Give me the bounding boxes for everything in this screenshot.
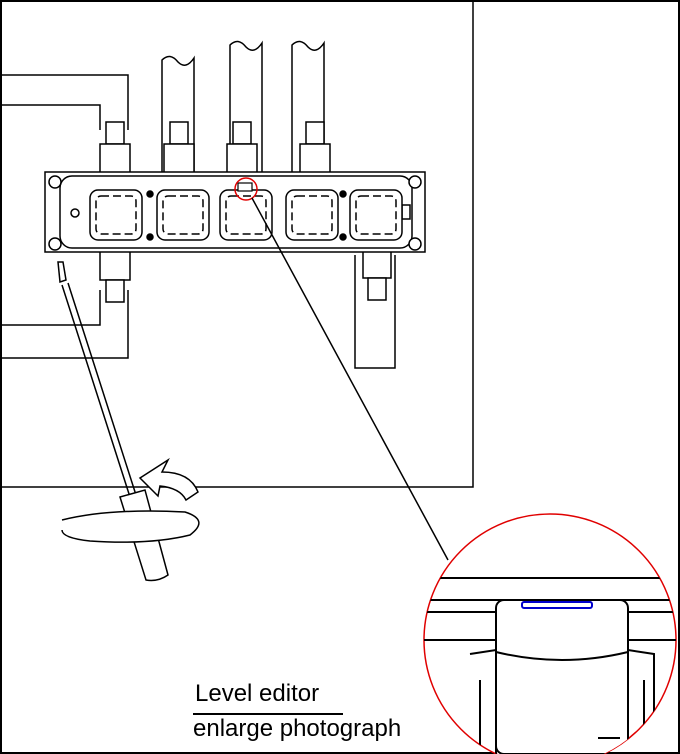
magnifier-callout-icon (423, 513, 677, 754)
bottom-fittings (99, 249, 131, 303)
top-pipes (161, 40, 325, 175)
caption-level-editor: Level editor (195, 680, 320, 707)
callout-leader (251, 197, 449, 561)
wall-recess (0, 0, 474, 488)
level-marker (237, 182, 253, 192)
rotation-arrow-icon (61, 457, 200, 543)
highlight-circle (234, 177, 258, 201)
level-bubble (521, 601, 593, 609)
right-lower-pipe (354, 249, 396, 369)
caption-divider (193, 713, 343, 715)
left-pipe-channels (1, 74, 129, 359)
caption-enlarge-photograph: enlarge photograph (193, 715, 402, 742)
top-fittings (99, 121, 331, 175)
valve-ports (89, 189, 403, 241)
